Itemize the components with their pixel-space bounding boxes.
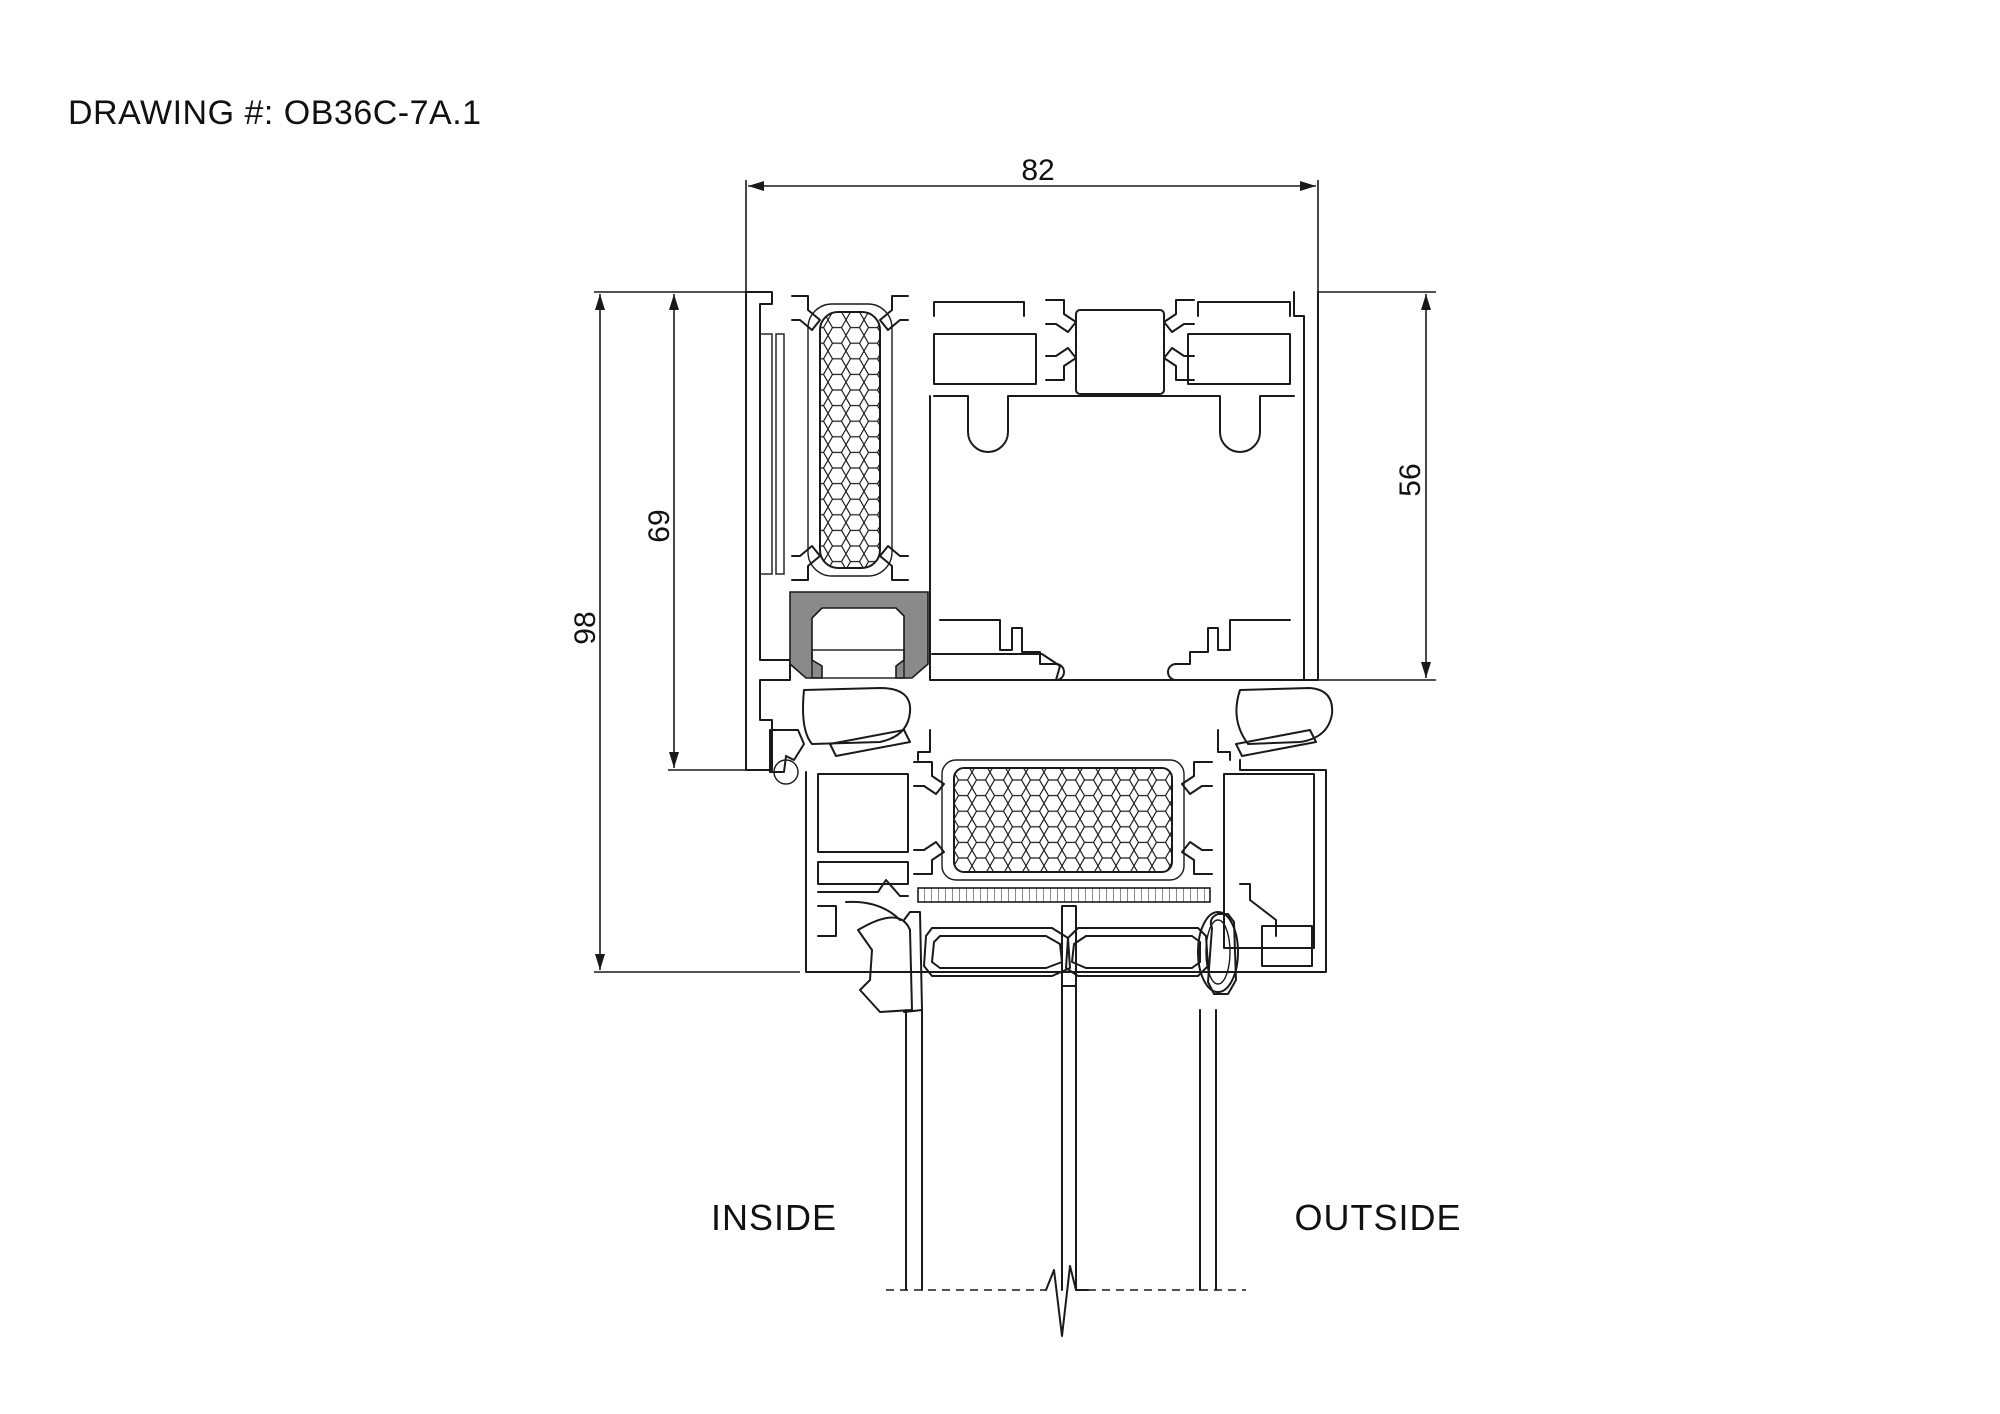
gray-gasket	[789, 591, 929, 679]
overall-height-label: 98	[569, 611, 602, 644]
width-label: 82	[1021, 154, 1054, 187]
right-height-label: 56	[1394, 463, 1427, 496]
drawing-number: DRAWING #: OB36C-7A.1	[68, 94, 482, 132]
overall-height-dimension: 98	[569, 291, 800, 973]
hatched-strip	[917, 887, 1211, 903]
middle-seals	[769, 687, 1334, 785]
width-dimension: 82	[745, 154, 1319, 292]
sash-profile	[805, 759, 1327, 973]
inside-label: INSIDE	[711, 1197, 837, 1238]
frame-height-dimension: 69	[643, 294, 746, 771]
bulb-seal	[1197, 911, 1239, 993]
sash-insulation-honeycomb	[913, 759, 1213, 881]
glass-panes	[886, 985, 1246, 1337]
outside-label: OUTSIDE	[1294, 1197, 1461, 1238]
frame-height-label: 69	[643, 509, 676, 542]
upper-thermal-break	[1045, 299, 1195, 395]
glazing-units	[857, 905, 1239, 1013]
frame-insulation-honeycomb	[791, 295, 909, 581]
right-height-dimension: 56	[1318, 291, 1436, 681]
outer-frame-profile	[745, 291, 1319, 771]
